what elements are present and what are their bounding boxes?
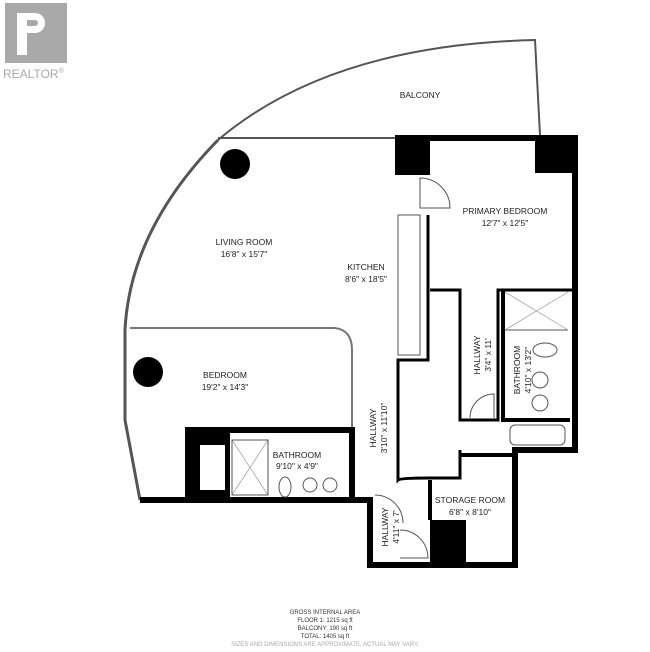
column (430, 520, 466, 562)
toilet-icon (278, 476, 292, 498)
living-room-label: LIVING ROOM (216, 237, 273, 247)
floor-area: FLOOR 1: 1215 sq ft (297, 618, 353, 624)
area-summary: GROSS INTERNAL AREA FLOOR 1: 1215 sq ft … (0, 609, 650, 649)
curved-window-wall (123, 138, 220, 501)
shower-stall (231, 439, 269, 496)
balcony-area: BALCONY: 190 sq ft (297, 626, 353, 632)
kitchen-label: KITCHEN (347, 262, 384, 272)
area-title: GROSS INTERNAL AREA (289, 610, 361, 616)
shower-icon (231, 439, 269, 496)
balcony-label: BALCONY (400, 90, 441, 100)
column (395, 135, 430, 175)
closet (200, 445, 225, 490)
sink-icon (531, 394, 549, 412)
primary-bedroom-dims: 12'7" x 12'5" (482, 218, 529, 228)
kitchen-counter (397, 214, 421, 356)
storage-wall (428, 453, 515, 520)
sink-icon (531, 371, 549, 389)
storage-dims: 6'8" x 8'10" (449, 507, 491, 517)
door-swing (469, 393, 495, 419)
disclaimer: SIZES AND DIMENSIONS ARE APPROXIMATE, AC… (231, 642, 419, 648)
bath-wall (501, 290, 570, 422)
column-round (133, 357, 163, 387)
bathtub-icon (509, 424, 566, 446)
hallway-label: HALLWAY (472, 335, 482, 374)
door-swing (419, 177, 451, 209)
logo-text: REALTOR (3, 67, 59, 81)
hallway-dims: 4'11" x 7' (391, 510, 401, 544)
sink-icon (302, 477, 318, 493)
bathroom-dims: 4'10" x 13'2" (523, 347, 533, 394)
column-round (220, 149, 250, 179)
kitchen-dims: 8'6" x 18'5" (345, 274, 387, 284)
sink-icon (322, 477, 338, 493)
bathroom-label: BATHROOM (512, 346, 522, 394)
hallway-label: HALLWAY (368, 408, 378, 447)
toilet-icon (532, 342, 558, 358)
storage-label: STORAGE ROOM (435, 495, 505, 505)
hallway-label: HALLWAY (380, 507, 390, 546)
total-area: TOTAL: 1405 sq ft (300, 634, 350, 640)
shower-icon (504, 291, 569, 331)
hallway-dims: 3'4" x 11' (483, 338, 493, 372)
bathroom-label: BATHROOM (273, 450, 321, 460)
column (535, 135, 573, 173)
bathroom-dims: 9'10" x 4'9" (276, 461, 318, 471)
door-swing (374, 494, 404, 524)
primary-bedroom-label: PRIMARY BEDROOM (463, 206, 548, 216)
bedroom-wall (130, 327, 353, 430)
hallway-wall (430, 288, 575, 422)
realtor-logo: REALTOR® (3, 3, 69, 81)
bedroom-label: BEDROOM (203, 370, 247, 380)
kitchen-wall (396, 215, 462, 484)
logo-mark: ® (58, 68, 64, 75)
bathroom-wall (185, 427, 355, 500)
hallway-dims: 3'10" x 11'10" (379, 403, 389, 454)
outer-wall (140, 135, 578, 568)
door-swing (399, 529, 429, 559)
balcony-outline (217, 38, 541, 141)
realtor-r-icon (5, 3, 67, 63)
bedroom-dims: 19'2" x 14'3" (202, 382, 249, 392)
living-room-dims: 16'8" x 15'7" (221, 249, 268, 259)
